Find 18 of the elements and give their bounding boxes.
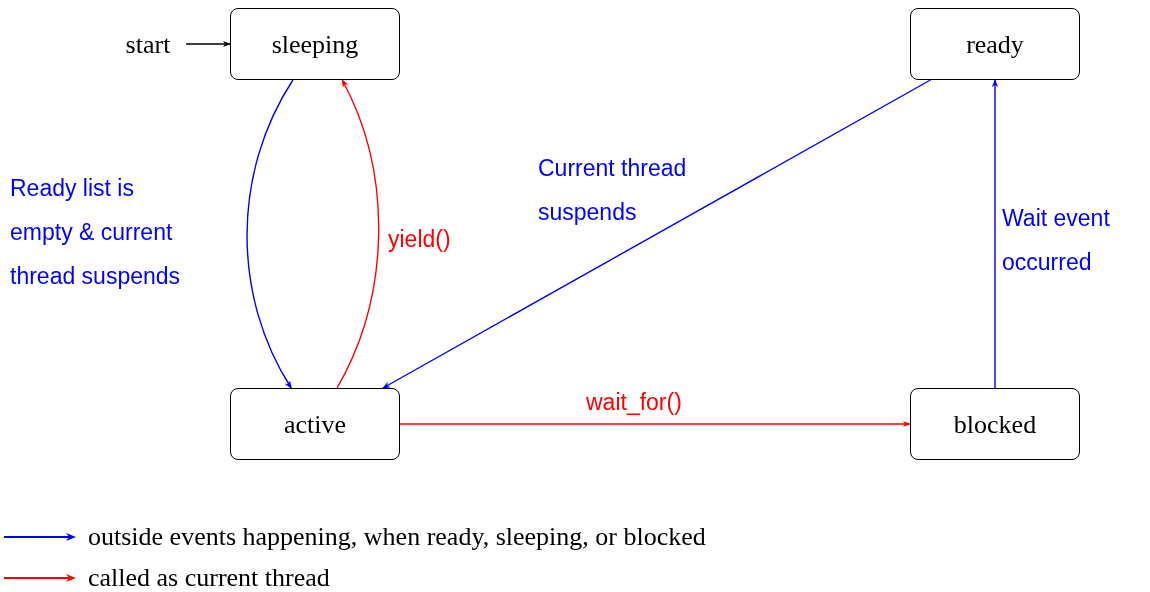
state-box: blocked	[910, 388, 1080, 460]
state-box: ready	[910, 8, 1080, 80]
arrow	[246, 79, 294, 389]
edge-label: Current thread suspends	[538, 154, 688, 227]
arrow	[382, 79, 932, 389]
start-label: start	[112, 24, 184, 64]
arrow	[399, 420, 911, 428]
arrow	[185, 40, 231, 48]
legend-text: outside events happening, when ready, sleeping, or blocked	[88, 521, 706, 553]
edge-label: yield()	[388, 225, 451, 254]
edge-label: Wait event occurred	[1002, 204, 1111, 277]
legend-text: called as current thread	[88, 562, 330, 592]
state-box: active	[230, 388, 400, 460]
state-box: sleeping	[230, 8, 400, 80]
arrow	[991, 79, 999, 389]
arrow	[336, 79, 380, 389]
edge-label: wait_for()	[586, 388, 682, 417]
edge-label: Ready list is empty & current thread suspends	[10, 174, 182, 291]
